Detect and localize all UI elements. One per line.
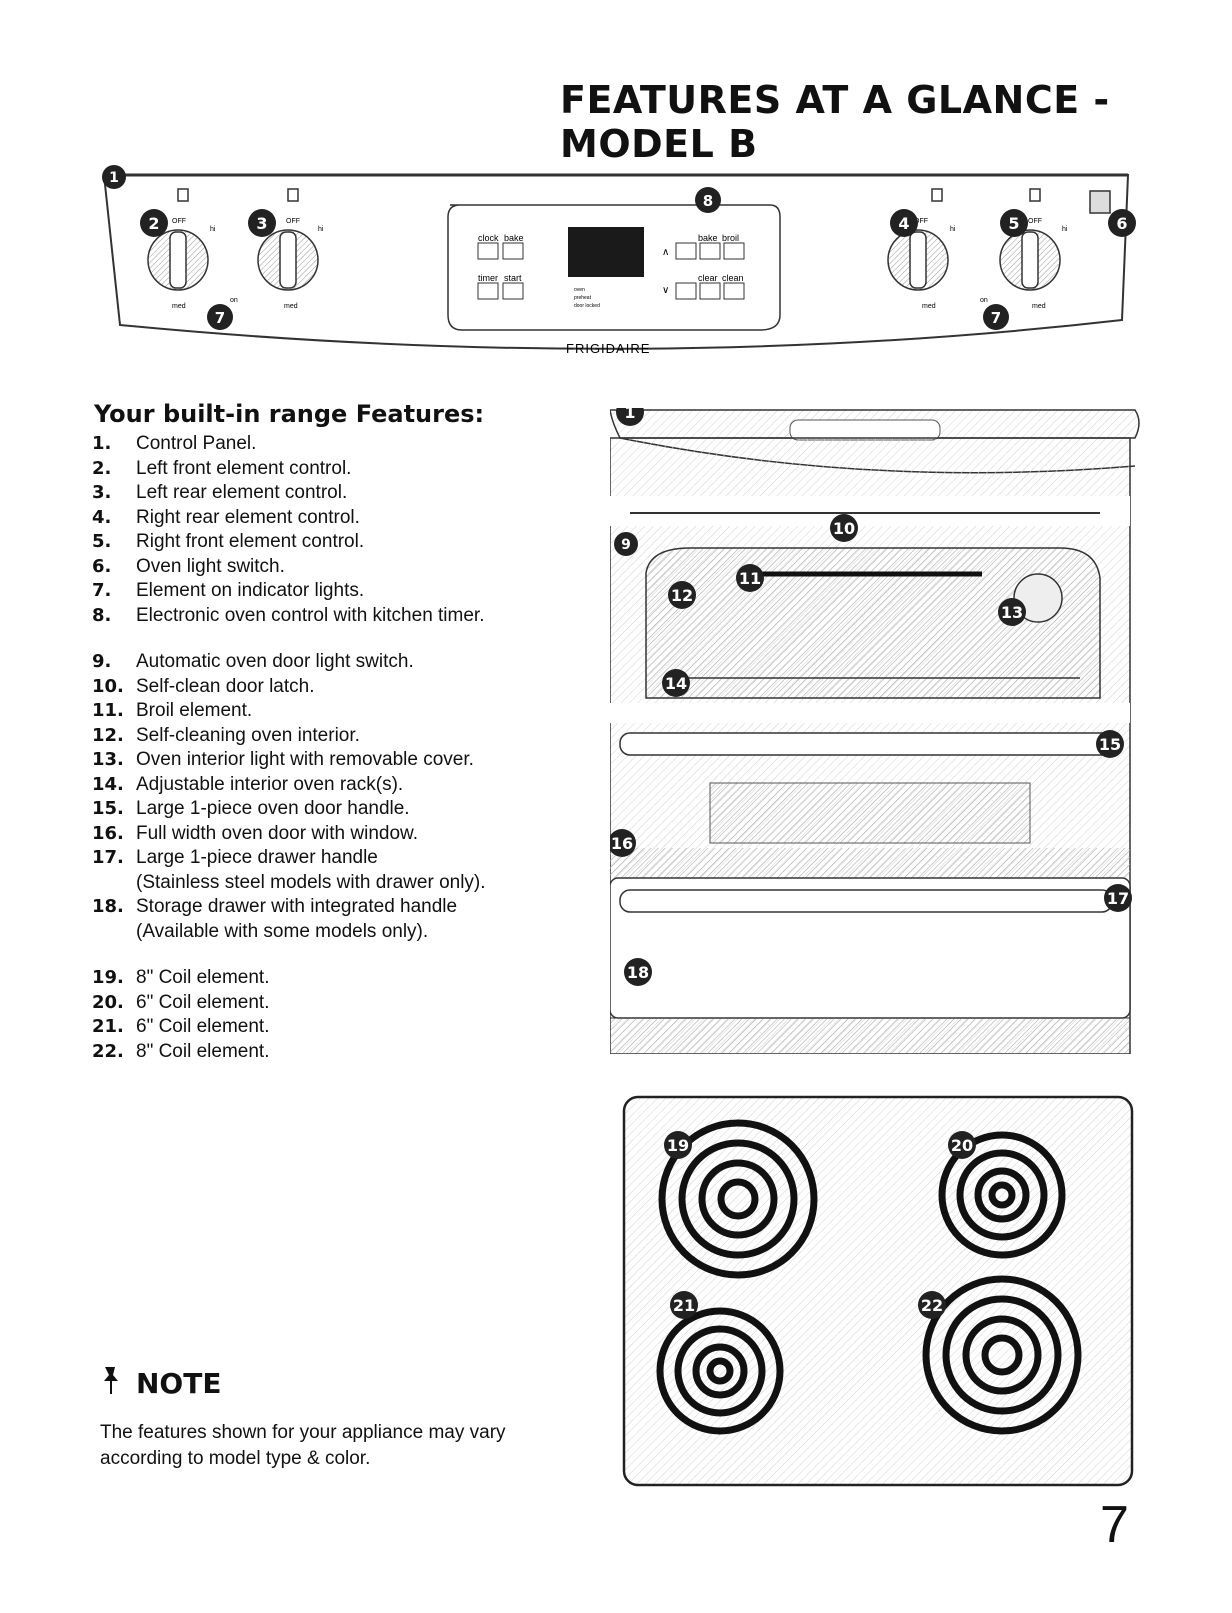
svg-text:hi: hi — [1062, 226, 1068, 233]
svg-text:clean: clean — [722, 273, 744, 283]
list-item: 15.Large 1-piece oven door handle. — [92, 798, 410, 819]
svg-text:OFF: OFF — [1028, 218, 1042, 225]
right-rear-knob — [887, 229, 949, 291]
list-item: 16.Full width oven door with window. — [92, 822, 418, 844]
pushpin-icon — [100, 1365, 122, 1402]
svg-text:hi: hi — [210, 226, 216, 233]
svg-text:OFF: OFF — [172, 218, 186, 225]
list-item: 2.Left front element control. — [92, 457, 352, 479]
svg-text:7: 7 — [991, 309, 1001, 327]
list-item: 8.Electronic oven control with kitchen t… — [92, 604, 485, 626]
svg-text:11: 11 — [739, 569, 761, 588]
brand-logo: FRIGIDAIRE — [566, 341, 650, 356]
svg-text:on: on — [980, 297, 988, 304]
display-screen — [568, 227, 644, 277]
svg-text:4: 4 — [898, 214, 909, 233]
svg-text:start: start — [504, 273, 522, 283]
svg-text:med: med — [172, 303, 186, 310]
page-title: FEATURES AT A GLANCE - MODEL B — [560, 78, 1110, 166]
svg-text:22: 22 — [921, 1296, 943, 1315]
svg-text:6: 6 — [1116, 214, 1127, 233]
svg-text:1: 1 — [624, 408, 635, 422]
features-list: 1.Control Panel. 2.Left front element co… — [92, 432, 592, 1064]
svg-text:bake: bake — [698, 233, 718, 243]
svg-text:10: 10 — [833, 519, 855, 538]
svg-text:clock: clock — [478, 233, 499, 243]
list-item: 3.Left rear element control. — [92, 482, 348, 503]
svg-text:bake: bake — [504, 233, 524, 243]
svg-text:5: 5 — [1008, 214, 1019, 233]
svg-text:2: 2 — [148, 214, 159, 233]
svg-text:20: 20 — [951, 1136, 973, 1155]
list-item: 12.Self-cleaning oven interior. — [92, 724, 360, 746]
svg-text:15: 15 — [1099, 735, 1121, 754]
list-item: 18.Storage drawer with integrated handle… — [92, 896, 458, 942]
left-rear-knob — [257, 229, 319, 291]
svg-text:12: 12 — [671, 586, 693, 605]
svg-text:∨: ∨ — [662, 285, 669, 296]
svg-text:med: med — [922, 303, 936, 310]
svg-text:13: 13 — [1001, 603, 1023, 622]
list-item: 17.Large 1-piece drawer handle (Stainles… — [92, 847, 486, 893]
svg-text:∧: ∧ — [662, 247, 669, 258]
oven-light-switch — [1089, 190, 1111, 214]
list-item: 7.Element on indicator lights. — [92, 580, 365, 601]
right-front-knob — [999, 229, 1061, 291]
svg-text:broil: broil — [722, 233, 739, 243]
list-item: 20.6" Coil element. — [92, 991, 270, 1013]
note-block: NOTE The features shown for your applian… — [100, 1365, 560, 1472]
list-item: 21.6" Coil element. — [92, 1016, 270, 1037]
svg-text:OFF: OFF — [914, 218, 928, 225]
svg-text:18: 18 — [627, 963, 649, 982]
features-heading: Your built-in range Features: — [94, 400, 485, 428]
page-number: 7 — [1100, 1496, 1129, 1554]
svg-text:1: 1 — [109, 170, 119, 186]
svg-text:17: 17 — [1107, 889, 1129, 908]
svg-text:7: 7 — [215, 309, 225, 327]
list-item: 22.8" Coil element. — [92, 1040, 270, 1062]
list-item: 6.Oven light switch. — [92, 555, 285, 577]
note-text: The features shown for your appliance ma… — [100, 1422, 506, 1469]
list-item: 14.Adjustable interior oven rack(s). — [92, 773, 404, 795]
list-item: 13.Oven interior light with removable co… — [92, 749, 474, 770]
svg-text:21: 21 — [673, 1296, 695, 1315]
list-item: 5.Right front element control. — [92, 531, 365, 552]
svg-text:3: 3 — [256, 214, 267, 233]
svg-text:8: 8 — [703, 192, 713, 210]
svg-text:door locked: door locked — [574, 303, 600, 309]
svg-text:hi: hi — [950, 226, 956, 233]
control-panel-illustration: OFF OFF OFF OFF hi hi hi hi med med med … — [102, 165, 1136, 356]
oven-front-illustration: 1 9 10 11 12 13 14 15 16 17 18 — [610, 408, 1140, 1054]
list-item: 9.Automatic oven door light switch. — [92, 651, 414, 672]
list-item: 19.8" Coil element. — [92, 967, 270, 988]
svg-text:clear: clear — [698, 273, 718, 283]
svg-text:timer: timer — [478, 273, 498, 283]
svg-text:9: 9 — [621, 537, 631, 553]
list-item: 11.Broil element. — [92, 700, 253, 721]
list-item: 10.Self-clean door latch. — [92, 675, 315, 697]
svg-text:14: 14 — [665, 674, 687, 693]
svg-text:OFF: OFF — [286, 218, 300, 225]
svg-text:med: med — [284, 303, 298, 310]
svg-text:hi: hi — [318, 226, 324, 233]
svg-text:on: on — [230, 297, 238, 304]
svg-text:19: 19 — [667, 1136, 689, 1155]
list-item: 1.Control Panel. — [92, 433, 257, 454]
list-item: 4.Right rear element control. — [92, 506, 360, 528]
svg-text:oven: oven — [574, 287, 585, 293]
svg-text:preheat: preheat — [574, 295, 592, 301]
cooktop-illustration: 19 20 21 22 — [622, 1095, 1134, 1487]
svg-text:med: med — [1032, 303, 1046, 310]
svg-text:16: 16 — [611, 834, 633, 853]
note-heading: NOTE — [136, 1367, 222, 1400]
left-front-knob — [147, 229, 209, 291]
